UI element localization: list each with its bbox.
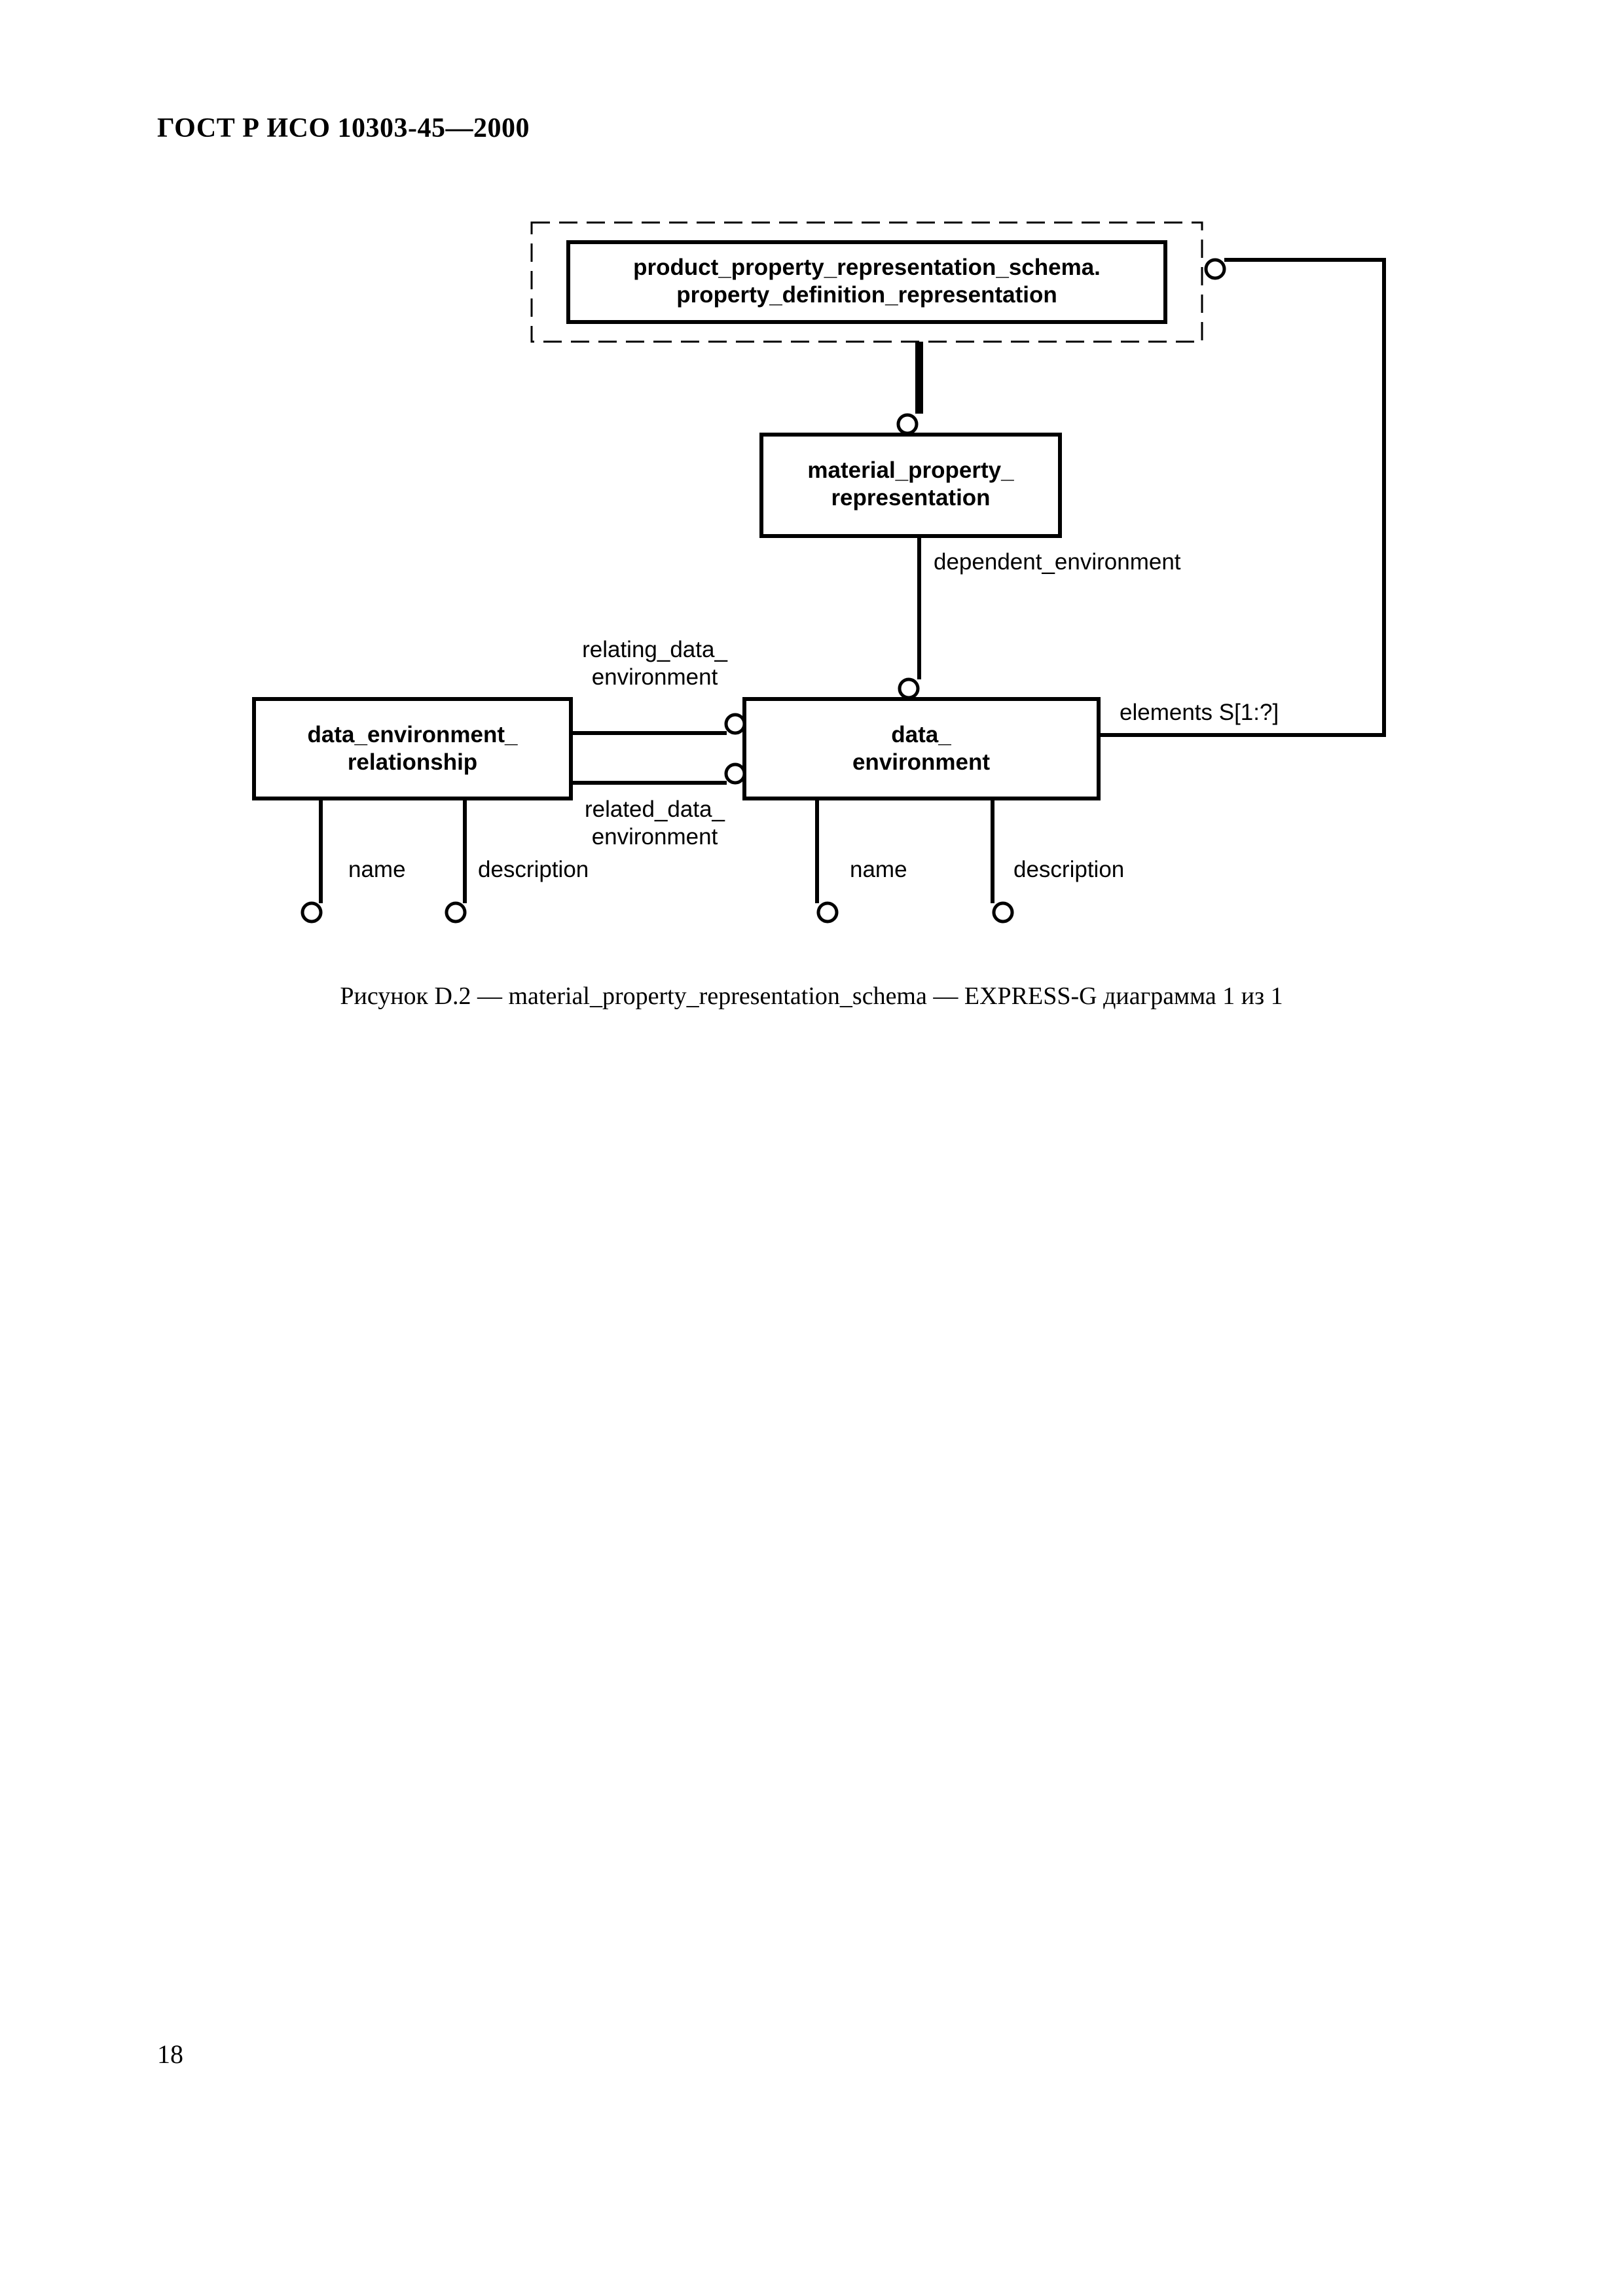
de-name-label: name xyxy=(850,857,907,882)
ref-entity-label-line1: product_property_representation_schema. xyxy=(633,255,1101,280)
relating-label-line1: relating_data_ xyxy=(582,637,727,662)
subtype-relationship xyxy=(896,342,923,435)
entity-data-environment-relationship: data_environment_ relationship xyxy=(252,697,573,800)
de-description-label: description xyxy=(1013,857,1124,882)
ref-entity-label-line2: property_definition_representation xyxy=(676,282,1057,308)
der-label-line1: data_environment_ xyxy=(308,722,518,747)
page-number: 18 xyxy=(157,2039,183,2069)
elements-label: elements S[1:?] xyxy=(1120,700,1279,725)
attribute-elements: elements S[1:?] xyxy=(1099,258,1386,737)
dependent-environment-label: dependent_environment xyxy=(934,549,1181,575)
de-label-line1: data_ xyxy=(891,722,951,747)
attribute-der-name: name xyxy=(301,798,406,924)
attribute-de-name: name xyxy=(815,798,907,924)
attribute-dependent-environment: dependent_environment xyxy=(898,536,1181,700)
der-description-label: description xyxy=(478,857,589,882)
attribute-der-description: description xyxy=(445,798,589,924)
relating-label-line2: environment xyxy=(592,664,718,690)
express-g-diagram: product_property_representation_schema. … xyxy=(252,221,1386,924)
related-label-line1: related_data_ xyxy=(585,797,725,822)
attribute-relating-data-environment: relating_data_ environment xyxy=(571,637,746,735)
mpr-label-line2: representation xyxy=(831,485,990,511)
attribute-de-description: description xyxy=(991,798,1124,924)
mpr-label-line1: material_property_ xyxy=(807,457,1014,483)
der-label-line2: relationship xyxy=(348,749,477,775)
entity-data-environment: data_ environment xyxy=(742,697,1101,800)
attribute-related-data-environment: related_data_ environment xyxy=(571,762,746,850)
document-header: ГОСТ Р ИСО 10303-45—2000 xyxy=(157,113,530,143)
figure-caption: Рисунок D.2 — material_property_represen… xyxy=(340,982,1283,1010)
entity-material-property-representation: material_property_ representation xyxy=(759,433,1062,538)
de-label-line2: environment xyxy=(852,749,990,775)
related-label-line2: environment xyxy=(592,824,718,850)
referenced-entity: product_property_representation_schema. … xyxy=(530,221,1203,343)
der-name-label: name xyxy=(348,857,406,882)
